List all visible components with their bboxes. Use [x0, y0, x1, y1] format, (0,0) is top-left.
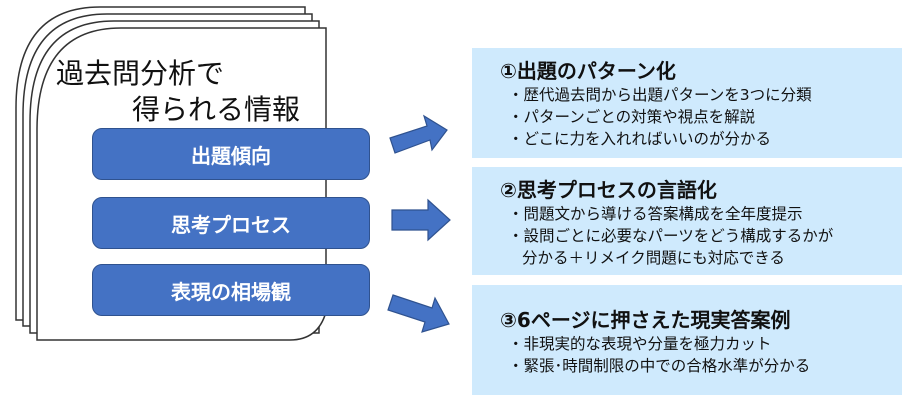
panel-heading: ①出題のパターン化: [500, 59, 676, 83]
title-line-1: 過去問分析で: [56, 57, 225, 90]
panel-pattern: ①出題のパターン化 ・歴代過去問から出題パターンを3つに分類 ・パターンごとの対…: [472, 48, 902, 158]
panel-item: ・パターンごとの対策や視点を解説: [508, 108, 756, 126]
panel-item: ・設問ごとに必要なパーツをどう構成するかが 分かる＋リメイク問題にも対応できる: [508, 225, 902, 269]
panel-thinking-process: ②思考プロセスの言語化 ・問題文から導ける答案構成を全年度提示 ・設問ごとに必要…: [472, 167, 902, 275]
category-label: 表現の相場観: [171, 279, 291, 304]
panel-item-continuation: 分かる＋リメイク問題にも対応できる: [522, 249, 785, 267]
category-expression-button[interactable]: 表現の相場観: [92, 264, 370, 316]
document-title: 過去問分析で 得られる情報: [56, 56, 300, 128]
panel-item: ・緊張･時間制限の中での合格水準が分かる: [508, 357, 811, 375]
panel-item: ・どこに力を入れればいいのが分かる: [508, 130, 772, 148]
arrow-right-icon: [391, 198, 451, 242]
category-thinking-process-button[interactable]: 思考プロセス: [92, 197, 370, 249]
arrow-down-right-icon: [387, 294, 450, 333]
panel-item: ・問題文から導ける答案構成を全年度提示: [508, 205, 803, 223]
category-trend-button[interactable]: 出題傾向: [92, 128, 370, 180]
panel-heading: ②思考プロセスの言語化: [500, 178, 717, 202]
category-label: 思考プロセス: [171, 212, 291, 237]
panel-item: ・歴代過去問から出題パターンを3つに分類: [508, 86, 812, 104]
panel-realistic-answer: ③6ページに押さえた現実答案例 ・非現実的な表現や分量を極力カット ・緊張･時間…: [472, 285, 902, 395]
panel-heading: ③6ページに押さえた現実答案例: [500, 308, 791, 332]
panel-item: ・非現実的な表現や分量を極力カット: [508, 335, 772, 353]
panel-item-text: ・設問ごとに必要なパーツをどう構成するかが: [508, 227, 834, 245]
title-line-2: 得られる情報: [132, 93, 301, 126]
category-label: 出題傾向: [191, 143, 271, 168]
arrow-up-right-icon: [389, 114, 448, 154]
